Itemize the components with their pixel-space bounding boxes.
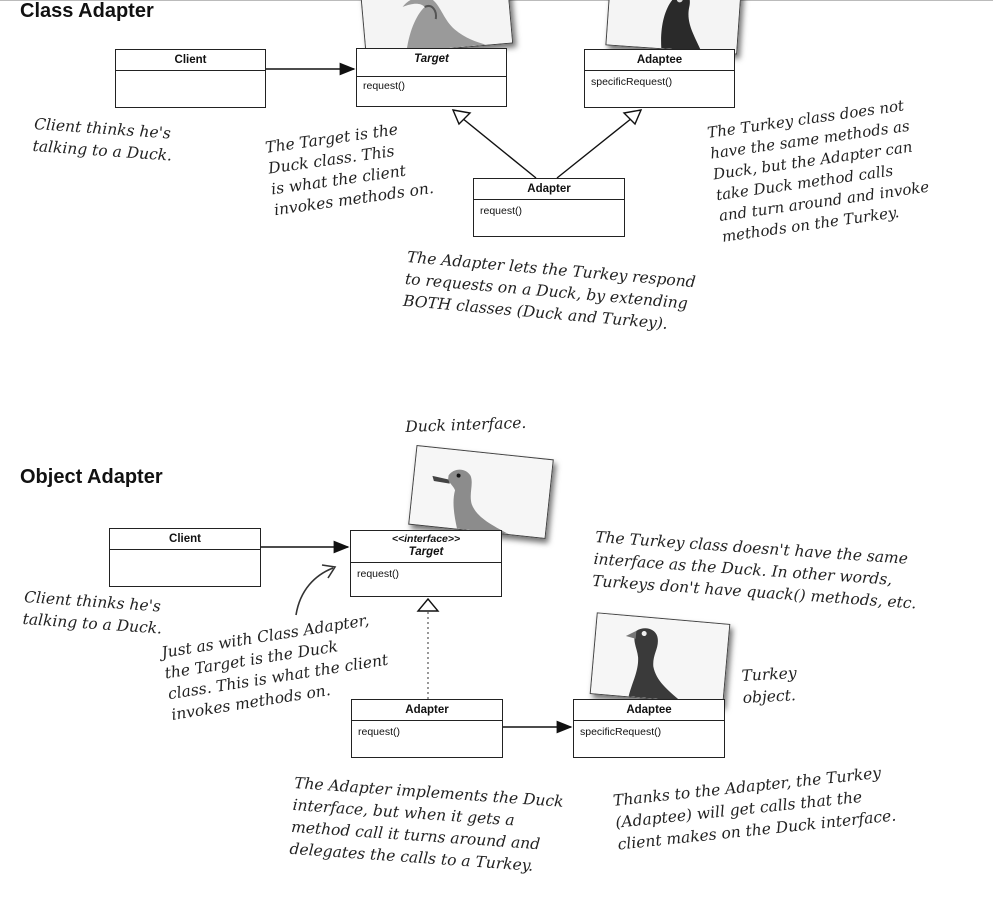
ca-client-note: Client thinks he's talking to a Duck. xyxy=(32,114,173,165)
oa-adapter-note: The Adapter implements the Duck interfac… xyxy=(289,773,565,875)
ca-adaptee-name: Adaptee xyxy=(585,50,734,71)
oa-adaptee-box: Adaptee specificRequest() xyxy=(573,699,725,758)
ca-target-box: Target request() xyxy=(356,48,507,107)
oa-target-method: request() xyxy=(357,568,400,580)
object-adapter-title: Object Adapter xyxy=(20,466,163,488)
oa-target-name: Target xyxy=(408,546,444,558)
ca-turkey-note: The Turkey class does not have the same … xyxy=(706,96,931,246)
ca-target-inheritance-triangle xyxy=(451,109,472,126)
ca-target-note: The Target is the Duck class. This is wh… xyxy=(264,120,435,220)
ca-adapter-name: Adapter xyxy=(474,179,624,200)
oa-client-note: Client thinks he's talking to a Duck. xyxy=(22,587,163,638)
turkey-photo-icon xyxy=(589,612,731,706)
oa-thanks-note: Thanks to the Adapter, the Turkey (Adapt… xyxy=(612,763,897,854)
oa-adapter-name: Adapter xyxy=(352,700,502,721)
oa-target-stereotype: <<interface>> xyxy=(391,533,461,545)
oa-note-curved-arrow xyxy=(295,567,334,616)
ca-client-box: Client xyxy=(115,49,266,108)
oa-adapter-box: Adapter request() xyxy=(351,699,503,758)
duck-photo-icon xyxy=(408,445,554,539)
ca-adapter-method: request() xyxy=(480,205,523,217)
oa-target-box: <<interface>> Target request() xyxy=(350,530,502,597)
oa-client-name: Client xyxy=(110,529,260,550)
ca-adapter-to-target-line xyxy=(461,117,537,179)
ca-adaptee-inheritance-triangle xyxy=(622,109,643,126)
oa-adapter-method: request() xyxy=(358,726,401,738)
oa-target-header: <<interface>> Target xyxy=(351,531,501,563)
duck-photo-icon xyxy=(358,0,514,57)
ca-adaptee-method: specificRequest() xyxy=(591,76,673,88)
oa-duck-interface-note: Duck interface. xyxy=(405,413,527,436)
ca-adapter-note: The Adapter lets the Turkey respond to r… xyxy=(402,247,697,333)
ca-target-method: request() xyxy=(363,80,406,92)
ca-adapter-to-adaptee-line xyxy=(556,117,633,179)
ca-adaptee-box: Adaptee specificRequest() xyxy=(584,49,735,108)
ca-client-name: Client xyxy=(116,50,265,71)
turkey-photo-icon xyxy=(605,0,743,55)
oa-adaptee-method: specificRequest() xyxy=(580,726,662,738)
oa-turkey-class-note: The Turkey class doesn't have the same i… xyxy=(591,527,918,613)
class-adapter-title: Class Adapter xyxy=(20,0,154,22)
oa-target-implements-triangle xyxy=(416,597,440,612)
ca-adapter-box: Adapter request() xyxy=(473,178,625,237)
oa-adaptee-name: Adaptee xyxy=(574,700,724,721)
oa-turkey-object-note: Turkey object. xyxy=(741,664,798,707)
oa-client-box: Client xyxy=(109,528,261,587)
ca-target-name: Target xyxy=(414,53,449,65)
